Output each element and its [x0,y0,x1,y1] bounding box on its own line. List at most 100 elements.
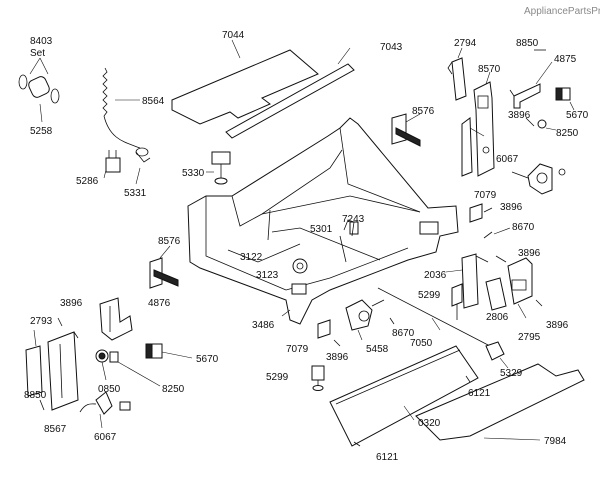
label-8576-left: 8576 [158,236,181,247]
screw-8850-left [39,399,45,411]
label-5458: 5458 [366,344,389,355]
label-0320: 0320 [418,418,441,429]
bracket-4876 [99,297,133,341]
bracket-8570 [461,71,495,177]
label-2794: 2794 [454,38,477,49]
part-8250-left [109,351,161,387]
label-0850: 0850 [98,384,121,395]
label-2795: 2795 [518,332,541,343]
label-8567: 8567 [44,424,67,435]
screw-3896-right2 [495,255,507,263]
label-4876: 4876 [148,298,171,309]
screw-6121-lower [353,441,361,447]
label-3896-right3: 3896 [546,320,569,331]
panel-7044 [171,39,319,125]
label-2806: 2806 [486,312,509,323]
label-8850-top: 8850 [516,38,539,49]
label-7044: 7044 [222,30,245,41]
part-5329 [485,341,509,369]
bracket-2806 [485,277,507,311]
sensor-6067-lower [79,391,131,429]
rod-7050 [377,287,491,347]
hose-clamp-set [18,57,60,123]
label-3896-left: 3896 [60,298,83,309]
leveling-foot-5299-lower [311,365,325,391]
label-4875: 4875 [554,54,577,65]
label-7079-right: 7079 [474,190,497,201]
part-7243 [343,219,355,237]
label-7050: 7050 [410,338,433,349]
label-8570: 8570 [478,64,501,75]
strip-7043 [225,47,355,139]
label-8250-left: 8250 [162,384,185,395]
base-tub-3486 [187,117,459,325]
bracket-8576-left [149,245,179,289]
label-5299-right: 5299 [418,290,441,301]
screw-3896-center [333,339,341,347]
switch-2795 [507,257,533,319]
label-5329: 5329 [500,368,523,379]
label-8670-right: 8670 [512,222,535,233]
clip-7079-center [317,319,331,339]
label-5258: 5258 [30,126,53,137]
label-3896-right2: 3896 [518,248,541,259]
panel-0320 [329,345,479,447]
label-7984: 7984 [544,436,567,447]
label-5299-lower: 5299 [266,372,289,383]
bracket-8576-upper [391,113,421,147]
drain-hose-coil [102,67,151,185]
switch-5670-top [555,87,575,111]
label-2793: 2793 [30,316,53,327]
screw-3896-upper [525,117,535,127]
part-8250-upper [537,119,557,131]
bracket-2793 [25,329,43,397]
label-7243: 7243 [342,214,365,225]
bracket-2036 [445,253,489,309]
panel-7984 [415,363,585,441]
label-3486: 3486 [252,320,275,331]
label-5330: 5330 [182,168,205,179]
screw-3896-left [57,317,63,327]
part-labels: 8403 Set 5258 8564 5286 5331 7044 7043 5… [24,30,589,463]
label-6067-upper: 6067 [496,154,519,165]
label-6067-lower: 6067 [94,432,117,443]
label-2036: 2036 [424,270,447,281]
screw-3896-right1 [483,207,493,213]
label-7043: 7043 [380,42,403,53]
screw-6121-upper [465,375,471,383]
label-3896-upper: 3896 [508,110,531,121]
label-8403: 8403 [30,36,53,47]
bracket-4875 [509,61,553,109]
valve-5458 [345,299,385,341]
bracket-2794 [447,47,467,101]
label-5301: 5301 [310,224,333,235]
label-set: Set [30,48,45,59]
label-8850-left: 8850 [24,390,47,401]
label-6121-lower: 6121 [376,452,399,463]
label-8564: 8564 [142,96,165,107]
label-3122: 3122 [240,252,263,263]
screw-8670-center [389,317,395,325]
label-5331: 5331 [124,188,147,199]
label-7079-center: 7079 [286,344,309,355]
watermark-text: AppliancePartsPros.com [524,6,600,17]
leveling-foot-5299-right [451,283,463,320]
leveling-foot-5330 [206,151,231,185]
label-3896-right1: 3896 [500,202,523,213]
clip-5286 [103,150,121,179]
label-8576-upper: 8576 [412,106,435,117]
label-6121-upper: 6121 [468,388,491,399]
label-3896-center: 3896 [326,352,349,363]
label-8670-center: 8670 [392,328,415,339]
sensor-6067-upper [511,163,566,195]
label-3123: 3123 [256,270,279,281]
screw-8670-right [483,227,511,239]
switch-5670-left [145,343,193,359]
label-5286: 5286 [76,176,99,187]
bracket-8567 [47,331,79,411]
clip-7079-right [469,203,483,223]
part-0850 [95,349,109,381]
label-8250-upper: 8250 [556,128,579,139]
label-5670-top: 5670 [566,110,589,121]
